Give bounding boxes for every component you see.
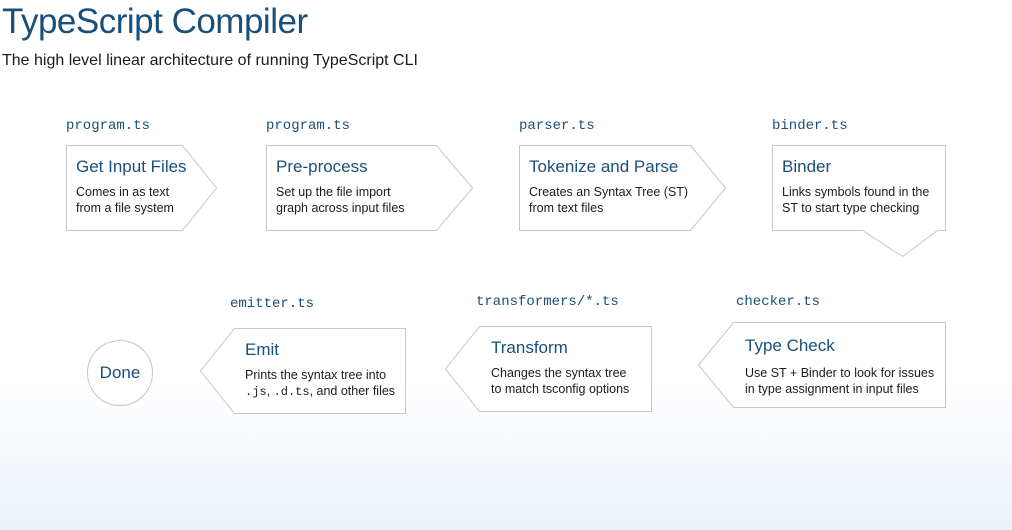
step-desc-line: to match tsconfig options — [491, 381, 630, 396]
step-title-transform: Transform — [491, 338, 568, 357]
step-desc-line: from a file system — [76, 200, 174, 215]
step-title-emit: Emit — [245, 340, 279, 359]
step-title-get-input-files: Get Input Files — [76, 157, 187, 176]
step-desc-binder: Links symbols found in the ST to start t… — [782, 185, 929, 216]
step-desc-type-check: Use ST + Binder to look for issues in ty… — [745, 366, 934, 397]
step-desc-pre-process: Set up the file import graph across inpu… — [276, 185, 405, 216]
step-desc-line: Creates an Syntax Tree (ST) — [529, 185, 689, 199]
step-desc-get-input-files: Comes in as text from a file system — [76, 185, 174, 216]
done-label: Done — [99, 363, 141, 382]
step-file-emit: emitter.ts — [230, 296, 315, 312]
step-file-pre-process: program.ts — [266, 118, 351, 134]
page-title: TypeScript Compiler — [2, 2, 308, 41]
step-desc-line: Set up the file import — [276, 185, 391, 199]
step-desc-line: Changes the syntax tree — [491, 366, 627, 380]
step-desc-line: Prints the syntax tree into — [245, 368, 387, 382]
step-file-transform: transformers/*.ts — [476, 294, 619, 310]
step-desc-sep: , — [266, 383, 274, 398]
page-subtitle: The high level linear architecture of ru… — [2, 52, 418, 69]
step-desc-line: ST to start type checking — [782, 200, 920, 215]
step-title-pre-process: Pre-process — [276, 157, 368, 176]
code-js: .js — [245, 384, 267, 399]
step-desc-tail: , and other files — [309, 383, 396, 398]
step-file-get-input-files: program.ts — [66, 118, 151, 134]
step-desc-line: from text files — [529, 200, 604, 215]
step-desc-emit: Prints the syntax tree into .js, .d.ts, … — [245, 368, 395, 400]
step-desc-transform: Changes the syntax tree to match tsconfi… — [491, 366, 629, 397]
step-file-tokenize-parse: parser.ts — [519, 118, 595, 134]
step-desc-line: Comes in as text — [76, 185, 170, 199]
step-file-type-check: checker.ts — [736, 294, 821, 310]
step-desc-tokenize-parse: Creates an Syntax Tree (ST) from text fi… — [529, 185, 688, 216]
step-title-tokenize-parse: Tokenize and Parse — [529, 157, 679, 176]
step-desc-line: Links symbols found in the — [782, 185, 930, 199]
step-title-binder: Binder — [782, 157, 832, 176]
step-file-binder: binder.ts — [772, 118, 848, 134]
step-desc-line: graph across input files — [276, 200, 405, 215]
step-title-type-check: Type Check — [745, 336, 835, 355]
step-desc-line: in type assignment in input files — [745, 381, 919, 396]
done-node: Done — [87, 340, 153, 406]
code-dts: .d.ts — [273, 384, 310, 399]
step-desc-line: Use ST + Binder to look for issues — [745, 366, 935, 380]
